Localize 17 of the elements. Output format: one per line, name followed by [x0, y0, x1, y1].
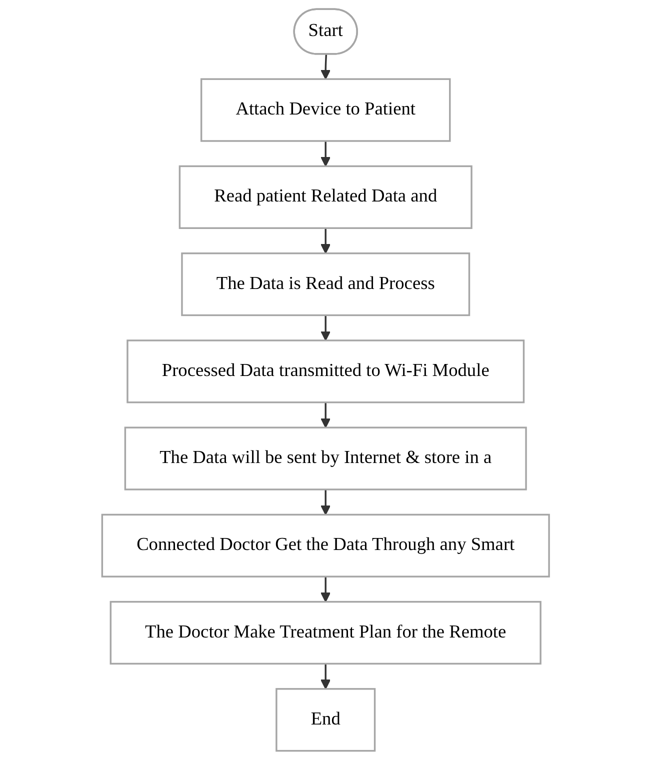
node-box: [110, 600, 542, 665]
arrow: [320, 228, 332, 254]
arrow: [320, 402, 332, 428]
arrow: [320, 141, 332, 167]
node-box: [200, 78, 452, 142]
arrow: [320, 576, 332, 602]
arrow: [320, 54, 332, 80]
node-box: [124, 426, 528, 490]
arrow: [320, 315, 332, 341]
arrow: [320, 664, 332, 690]
arrow: [320, 489, 332, 516]
node-box: [102, 514, 550, 578]
node-box: [127, 340, 525, 404]
node-box: [276, 688, 376, 752]
flowchart: Start Attach Device to Patient Read patient Related Data and The Data is Read and Process Processed Data transmitted to Wi-Fi Module The Data will be sent by Internet & store in a Connected Doctor Get the Data Through any Smart The Doctor Make Treatment Plan for the Remote End: [93, 0, 559, 760]
node-box: [179, 165, 473, 229]
node-box: [182, 252, 470, 316]
